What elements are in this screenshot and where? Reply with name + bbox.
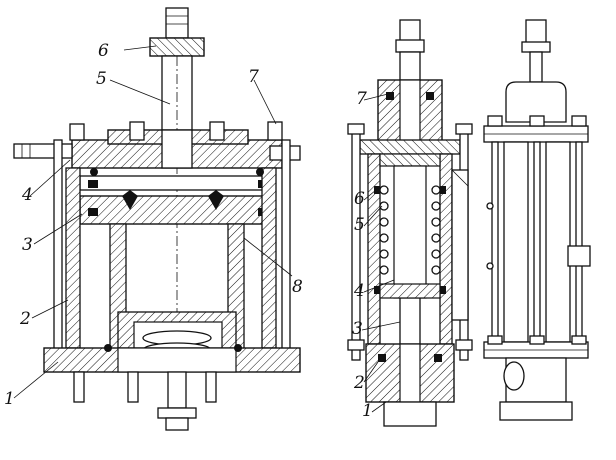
label-m2: 2 — [353, 373, 365, 393]
label-5: 5 — [96, 69, 107, 89]
middle-sectional-view: 7 6 5 4 3 2 1 — [347, 19, 473, 427]
label-7: 7 — [248, 67, 259, 87]
label-m5: 5 — [354, 215, 365, 235]
label-3: 3 — [22, 235, 33, 255]
label-m4: 4 — [353, 281, 365, 301]
label-4: 4 — [21, 185, 33, 205]
left-sectional-view: 6 5 7 4 3 2 1 8 — [4, 7, 303, 431]
label-m7: 7 — [356, 89, 367, 109]
label-m6: 6 — [354, 189, 365, 209]
label-m3: 3 — [352, 319, 363, 339]
right-external-view — [483, 19, 591, 421]
label-1: 1 — [4, 389, 15, 409]
label-m1: 1 — [362, 401, 373, 421]
label-6: 6 — [98, 41, 109, 61]
label-2: 2 — [19, 309, 31, 329]
label-8: 8 — [292, 277, 303, 297]
